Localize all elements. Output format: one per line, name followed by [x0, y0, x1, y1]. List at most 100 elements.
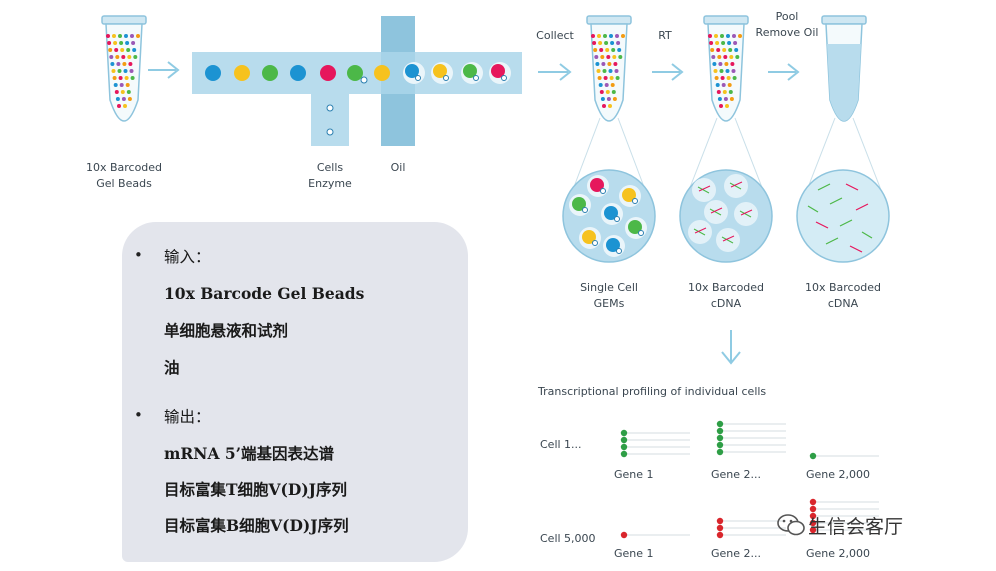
output-item: 目标富集T细胞V(D)J序列: [164, 480, 348, 499]
bead-dot: [713, 69, 718, 73]
oil-label: Oil: [390, 161, 406, 174]
cdna-strand: [722, 235, 735, 242]
bead-dot: [729, 55, 734, 59]
bead-dot: [591, 34, 595, 38]
bead-dot: [606, 55, 611, 59]
bead-dot: [595, 62, 600, 66]
bead: [405, 64, 419, 78]
bead-dot: [709, 41, 714, 45]
cdna-strand: [815, 221, 829, 229]
bead-dot: [725, 69, 730, 73]
cell-first-label: Cell 1...: [540, 438, 582, 451]
transcript-dot: [716, 524, 724, 532]
bead-dot: [718, 62, 723, 66]
bead-dot: [730, 62, 735, 66]
bead-dot: [130, 34, 134, 38]
gene-label: Gene 1: [614, 547, 654, 560]
cell-last-label: Cell 5,000: [540, 532, 596, 545]
bead-dot: [601, 62, 606, 66]
bead-dot: [615, 34, 619, 38]
bead: [604, 206, 618, 220]
bead-dot: [708, 34, 712, 38]
bead-dot: [109, 55, 114, 59]
bead-dot: [717, 97, 722, 101]
bead-dot: [715, 83, 720, 87]
bead-dot: [123, 104, 127, 108]
bead-dot: [727, 83, 732, 87]
cdna-strand: [709, 208, 722, 216]
bead-dot: [609, 34, 613, 38]
bead-dot: [722, 90, 727, 94]
transcript-dot: [809, 512, 817, 520]
bead-dot: [132, 48, 137, 52]
cell: [582, 207, 588, 213]
bead-dot: [112, 76, 117, 80]
bead-dot: [125, 41, 130, 45]
profiling-title: Transcriptional profiling of individual …: [538, 385, 767, 398]
transcript-dot: [809, 526, 817, 534]
bead-dot: [732, 34, 736, 38]
gene-label: Gene 2...: [711, 547, 762, 560]
bead-dot: [722, 48, 727, 52]
bead-dot: [125, 83, 130, 87]
bead-dot: [600, 55, 605, 59]
bead-dot: [607, 62, 612, 66]
input-item: 单细胞悬液和试剂: [164, 321, 289, 340]
bead-dot: [604, 83, 609, 87]
cdna-strand: [825, 237, 839, 245]
transcript-dot: [620, 531, 628, 539]
cdna-strand: [721, 236, 734, 244]
bead-dot: [119, 41, 124, 45]
bead-dot: [726, 34, 730, 38]
bead-dot: [612, 55, 617, 59]
gene-label: Gene 2...: [711, 468, 762, 481]
input-heading: 输入：: [164, 248, 211, 266]
bead: [433, 64, 447, 78]
bead-dot: [124, 76, 129, 80]
bead-dot: [110, 62, 115, 66]
bead-dot: [600, 97, 605, 101]
cell: [600, 188, 606, 194]
bead-dot: [735, 55, 740, 59]
gene-label: Gene 1: [614, 468, 654, 481]
bead-dot: [603, 34, 607, 38]
bead-dot: [738, 34, 742, 38]
bead-dot: [605, 90, 610, 94]
bead-dot: [716, 48, 721, 52]
bead-dot: [609, 76, 614, 80]
bead-dot: [114, 90, 119, 94]
bead-dot: [719, 104, 723, 108]
bead: [290, 65, 306, 81]
bead-dot: [116, 62, 121, 66]
gene-label: Gene 2,000: [806, 547, 871, 560]
rt-tube: [703, 15, 749, 122]
transcript-dot: [716, 448, 724, 456]
bead: [491, 64, 505, 78]
output-item: 目标富集B细胞V(D)J序列: [164, 516, 349, 535]
bead-dot: [596, 69, 601, 73]
bead-dot: [114, 48, 119, 52]
bead-dot: [111, 69, 116, 73]
bead: [572, 197, 586, 211]
bead-dot: [614, 69, 619, 73]
bead-dot: [717, 55, 722, 59]
collect-label: Collect: [536, 29, 574, 42]
bead: [374, 65, 390, 81]
bead-dot: [118, 34, 122, 38]
down-arrow-icon: [721, 330, 741, 365]
bead-dot: [721, 83, 726, 87]
bead-dot: [106, 34, 110, 38]
cdna-strand: [807, 205, 819, 213]
bead-dot: [719, 69, 724, 73]
cell: [614, 216, 620, 222]
bead-dot: [602, 69, 607, 73]
bead-dot: [130, 76, 135, 80]
transcript-dot: [716, 441, 724, 449]
bead-dot: [603, 76, 608, 80]
bead: [606, 238, 620, 252]
transcript-dot: [716, 434, 724, 442]
input-item: 油: [164, 358, 180, 377]
